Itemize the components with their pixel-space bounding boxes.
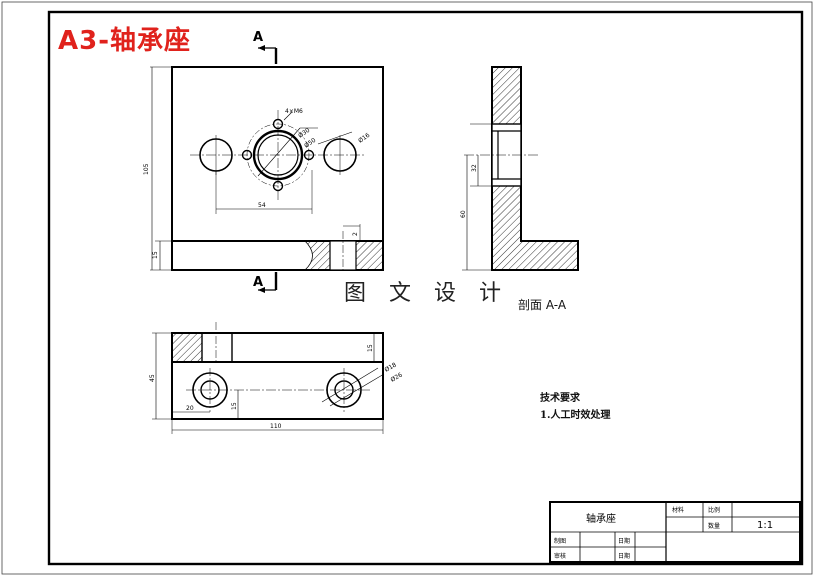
title-block-ratio-label: 比例 <box>708 506 720 514</box>
title-block <box>549 501 801 563</box>
title-block-checker-label: 审核 <box>554 552 566 560</box>
technical-requirements: 技术要求 1.人工时效处理 <box>540 390 610 424</box>
section-marker-bottom <box>258 272 278 293</box>
front-hole-spacing-dim: 54 <box>258 202 266 209</box>
section-view-label: 剖面 A-A <box>518 298 567 312</box>
title-block-drawer-label: 制图 <box>554 537 566 545</box>
front-base-dim: 15 <box>152 251 159 259</box>
top-hole-offset-dim: 15 <box>231 402 238 410</box>
drawing-border <box>47 10 804 566</box>
front-view <box>150 66 384 272</box>
title-block-date-label-2: 日期 <box>618 552 630 560</box>
top-dia-large: Ø26 <box>390 371 404 383</box>
tech-req-item-1: 1.人工时效处理 <box>540 410 611 421</box>
top-step-dim: 15 <box>367 344 374 352</box>
drawing-title-tag: A3-轴承座 <box>58 26 192 56</box>
side-height-dim: 60 <box>460 210 467 218</box>
top-dia-small: Ø18 <box>384 361 398 373</box>
title-block-material-label: 材料 <box>672 506 684 514</box>
section-marker-bottom-letter: A <box>253 275 263 290</box>
front-view-outline <box>171 66 384 271</box>
tech-req-heading: 技术要求 <box>540 393 580 404</box>
top-edge-dim: 20 <box>186 405 194 412</box>
top-view <box>152 322 385 434</box>
top-view-outline <box>171 332 384 420</box>
side-section-view <box>462 66 579 271</box>
top-height-dim: 45 <box>149 374 156 382</box>
front-dia-outer-hole: Ø16 <box>357 132 371 145</box>
front-dia-bolt-circle: Ø50 <box>303 137 317 150</box>
front-note-holes: 4×M6 <box>285 108 303 115</box>
front-step-dim: 2 <box>352 232 359 236</box>
top-width-dim: 110 <box>270 423 282 430</box>
title-block-date-label-1: 日期 <box>618 537 630 545</box>
top-section-hatch <box>171 332 203 363</box>
watermark-text: 图 文 设 计 <box>340 275 513 307</box>
section-marker-top <box>258 45 278 64</box>
front-height-dim: 105 <box>143 163 150 175</box>
title-block-part-name: 轴承座 <box>586 512 616 525</box>
title-block-quantity-label: 数量 <box>708 522 720 530</box>
title-block-scale: 1:1 <box>757 520 773 531</box>
section-marker-top-letter: A <box>253 30 263 45</box>
side-bore-dim: 32 <box>471 164 478 172</box>
